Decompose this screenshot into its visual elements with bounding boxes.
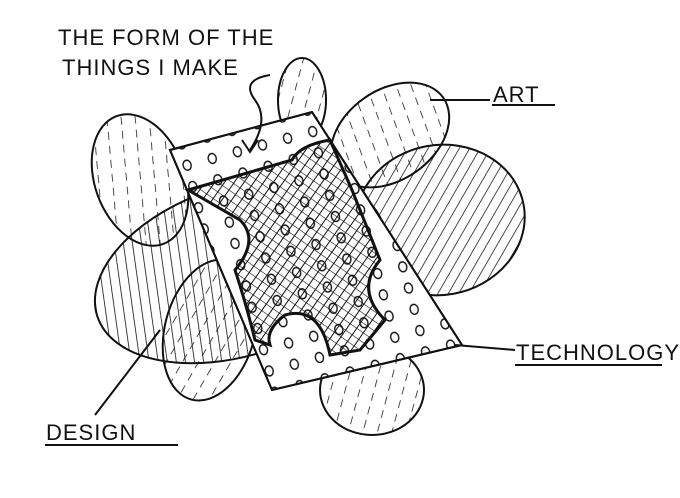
title-arrow xyxy=(249,74,271,151)
technology-label: TECHNOLOGY xyxy=(516,340,680,365)
design-leader xyxy=(94,329,161,416)
design-label: DESIGN xyxy=(46,420,136,445)
title-line-1: THE FORM OF THE xyxy=(58,25,274,50)
title-line-2: THINGS I MAKE xyxy=(62,55,239,80)
form-of-things xyxy=(184,138,388,357)
technology-leader xyxy=(454,344,516,351)
art-label: ART xyxy=(493,82,540,107)
